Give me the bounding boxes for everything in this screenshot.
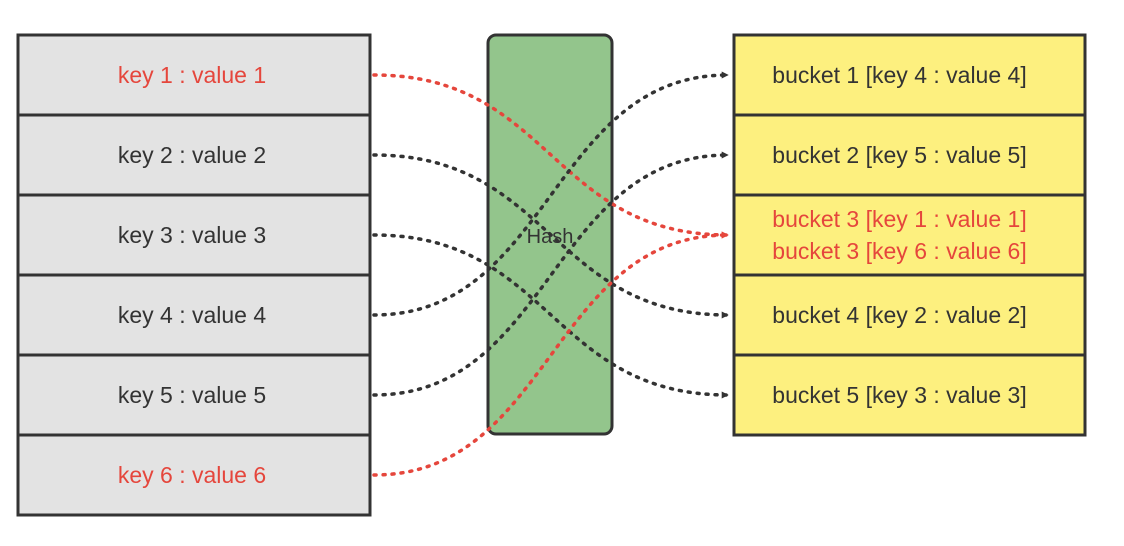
mapping-arrow [372,153,730,319]
bucket-item: bucket 2 [key 5 : value 5] [732,113,1087,197]
mapping-arrow [372,151,730,397]
bucket-label: bucket 4 [key 2 : value 2] [772,302,1026,328]
bucket-label: bucket 1 [key 4 : value 4] [772,62,1026,88]
mapping-arrows [372,71,730,477]
bucket-box [732,113,1087,197]
mapping-arrow [372,71,730,317]
key-box [16,33,372,117]
key-item: key 5 : value 5 [16,353,372,437]
mapping-arrow [372,231,730,477]
bucket-box [732,353,1087,437]
bucket-item: bucket 4 [key 2 : value 2] [732,273,1087,357]
bucket-box [732,273,1087,357]
bucket-item: bucket 3 [key 1 : value 1] bucket 3 [key … [732,193,1087,277]
key-box [16,433,372,517]
bucket-label: bucket 2 [key 5 : value 5] [772,142,1026,168]
bucket-label: bucket 3 [key 6 : value 6] [772,238,1026,264]
key-label: key 6 : value 6 [118,462,266,488]
key-label: key 3 : value 3 [118,222,266,248]
key-item: key 6 : value 6 [16,433,372,517]
hash-label: Hash [527,226,574,248]
key-label: key 5 : value 5 [118,382,266,408]
mapping-arrow [372,233,730,399]
key-item: key 3 : value 3 [16,193,372,277]
bucket-item: bucket 1 [key 4 : value 4] [732,33,1087,117]
mapping-arrow [372,73,730,239]
key-label: key 2 : value 2 [118,142,266,168]
key-label: key 1 : value 1 [118,62,266,88]
key-item: key 2 : value 2 [16,113,372,197]
key-label: key 4 : value 4 [118,302,267,328]
bucket-label: bucket 5 [key 3 : value 3] [772,382,1026,408]
buckets-column: bucket 1 [key 4 : value 4] bucket 2 [key … [732,33,1087,437]
bucket-label: bucket 3 [key 1 : value 1] [772,206,1026,232]
key-item: key 4 : value 4 [16,273,372,357]
key-box [16,113,372,197]
key-box [16,273,372,357]
key-item: key 1 : value 1 [16,33,372,117]
bucket-item: bucket 5 [key 3 : value 3] [732,353,1087,437]
keys-column: key 1 : value 1 key 2 : value 2 key 3 : va… [16,33,372,517]
